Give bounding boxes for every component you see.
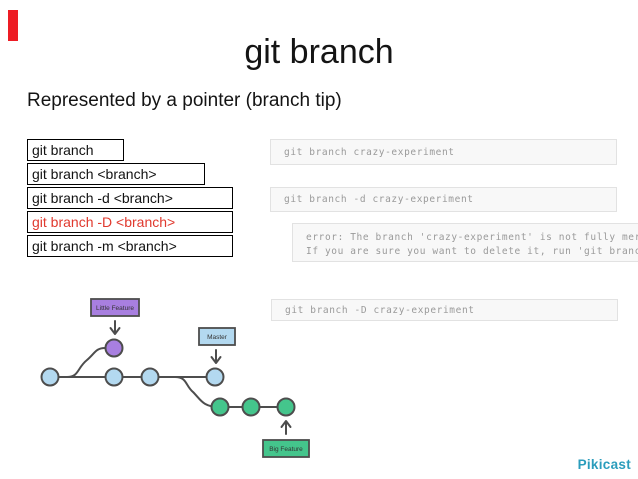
- terminal-box: git branch -d crazy-experiment: [270, 187, 617, 212]
- commit-node-master: [205, 367, 225, 387]
- branch-curve-little-feature: [66, 347, 106, 378]
- command-box: git branch -m <branch>: [27, 235, 233, 257]
- command-box: git branch -d <branch>: [27, 187, 233, 209]
- terminal-line: git branch -d crazy-experiment: [284, 194, 474, 205]
- commit-node: [104, 367, 124, 387]
- terminal-line: error: The branch 'crazy-experiment' is …: [306, 232, 638, 243]
- terminal-box: git branch -D crazy-experiment: [271, 299, 618, 321]
- commit-node: [241, 397, 261, 417]
- down-arrow-icon: [109, 320, 121, 335]
- terminal-line: git branch crazy-experiment: [284, 146, 455, 158]
- commit-node-big-feature: [276, 397, 296, 417]
- terminal-box: git branch crazy-experiment: [270, 139, 617, 165]
- git-branch-diagram: Little Feature Master Big Feature: [40, 298, 310, 458]
- commit-node-little-feature: [104, 338, 124, 358]
- slide-subtitle: Represented by a pointer (branch tip): [27, 90, 342, 111]
- command-box: git branch <branch>: [27, 163, 205, 185]
- pikicast-logo: Pikicast: [577, 457, 631, 472]
- commit-node: [40, 367, 60, 387]
- master-label-box: [198, 327, 236, 346]
- accent-bar: [8, 10, 18, 41]
- commit-node: [140, 367, 160, 387]
- up-arrow-icon: [280, 420, 292, 435]
- terminal-line: git branch -D crazy-experiment: [285, 304, 475, 316]
- little-feature-label-box: [90, 298, 140, 317]
- big-feature-label-box: [262, 439, 310, 458]
- big-feature-label: Big Feature: [269, 446, 303, 453]
- command-box: git branch: [27, 139, 124, 161]
- master-label: Master: [207, 334, 228, 341]
- command-list: git branch git branch <branch> git branc…: [27, 139, 233, 259]
- down-arrow-icon: [210, 349, 222, 364]
- little-feature-label: Little Feature: [96, 305, 134, 312]
- terminal-line: If you are sure you want to delete it, r…: [306, 246, 638, 257]
- commit-node: [210, 397, 230, 417]
- branch-curve-big-feature: [174, 376, 220, 408]
- command-box-highlighted: git branch -D <branch>: [27, 211, 233, 233]
- terminal-error-box: error: The branch 'crazy-experiment' is …: [292, 223, 638, 262]
- page-title: git branch: [244, 33, 394, 71]
